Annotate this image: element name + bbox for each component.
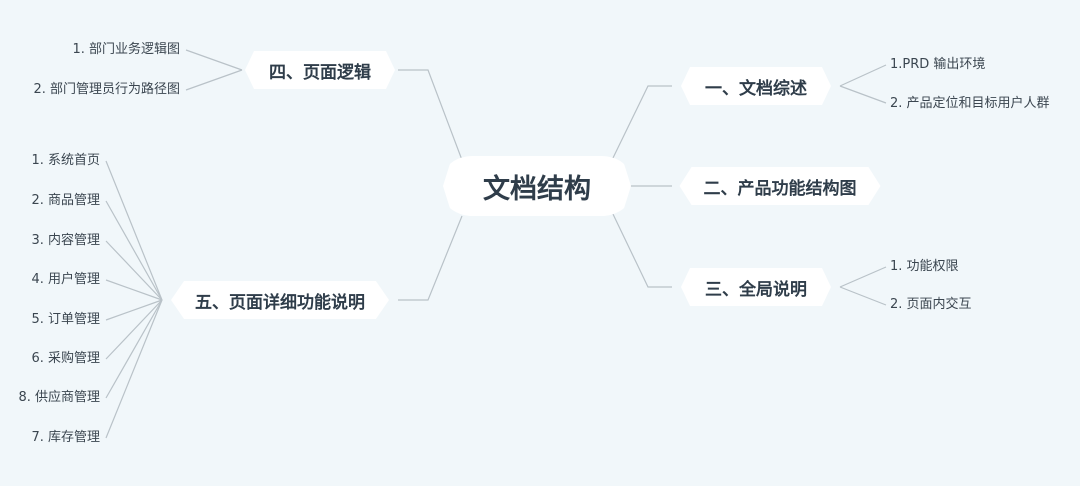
branch-label-global-notes: 三、全局说明 xyxy=(705,279,807,300)
branch-node-page-details[interactable]: 五、页面详细功能说明 xyxy=(171,281,389,319)
leaf-overview-1[interactable]: 1.PRD 输出环境 xyxy=(890,57,986,72)
leaf-global-1[interactable]: 1. 功能权限 xyxy=(890,259,959,274)
link-root-b4 xyxy=(398,69,463,161)
leaf-logic-2[interactable]: 2. 部门管理员行为路径图 xyxy=(33,82,180,97)
leaf-details-4[interactable]: 4. 用户管理 xyxy=(31,272,100,287)
link-b1-leaf1 xyxy=(839,64,887,87)
leaf-details-5[interactable]: 5. 订单管理 xyxy=(31,312,100,327)
branch-node-page-logic[interactable]: 四、页面逻辑 xyxy=(245,51,395,89)
leaf-details-7[interactable]: 8. 供应商管理 xyxy=(18,390,100,405)
leaf-details-2[interactable]: 2. 商品管理 xyxy=(31,193,100,208)
link-b4-leaf2 xyxy=(185,69,243,91)
branch-label-page-details: 五、页面详细功能说明 xyxy=(195,292,365,313)
branch-label-function-structure: 二、产品功能结构图 xyxy=(703,178,857,199)
branch-node-overview[interactable]: 一、文档综述 xyxy=(681,67,831,105)
link-b5-leaf6 xyxy=(105,299,163,360)
link-b3-leaf2 xyxy=(839,286,887,306)
link-b5-leaf2 xyxy=(105,200,163,301)
link-b3-leaf1 xyxy=(839,266,887,288)
link-b5-leaf4 xyxy=(105,279,163,301)
leaf-global-2[interactable]: 2. 页面内交互 xyxy=(890,297,972,312)
link-b4-leaf1 xyxy=(185,49,243,71)
link-b5-leaf5 xyxy=(105,299,163,321)
leaf-details-8[interactable]: 7. 库存管理 xyxy=(31,430,100,445)
link-b1-leaf2 xyxy=(839,85,887,104)
leaf-details-3[interactable]: 3. 内容管理 xyxy=(31,233,100,248)
root-label: 文档结构 xyxy=(483,173,591,205)
branch-label-overview: 一、文档综述 xyxy=(705,78,807,99)
link-root-b1 xyxy=(611,85,672,161)
link-b5-leaf1 xyxy=(105,160,163,301)
link-b5-leaf8 xyxy=(105,299,163,439)
leaf-details-6[interactable]: 6. 采购管理 xyxy=(31,351,100,366)
leaf-details-1[interactable]: 1. 系统首页 xyxy=(31,153,100,168)
root-node[interactable]: 文档结构 xyxy=(443,156,631,216)
branch-node-global-notes[interactable]: 三、全局说明 xyxy=(681,268,831,306)
link-b5-leaf7 xyxy=(105,299,163,399)
leaf-overview-2[interactable]: 2. 产品定位和目标用户人群 xyxy=(890,96,1050,111)
branch-label-page-logic: 四、页面逻辑 xyxy=(269,62,371,83)
link-b5-leaf3 xyxy=(105,240,163,301)
link-root-b3 xyxy=(611,211,672,288)
leaf-logic-1[interactable]: 1. 部门业务逻辑图 xyxy=(72,42,180,57)
branch-node-function-structure[interactable]: 二、产品功能结构图 xyxy=(679,167,881,205)
link-root-b5 xyxy=(398,215,463,301)
